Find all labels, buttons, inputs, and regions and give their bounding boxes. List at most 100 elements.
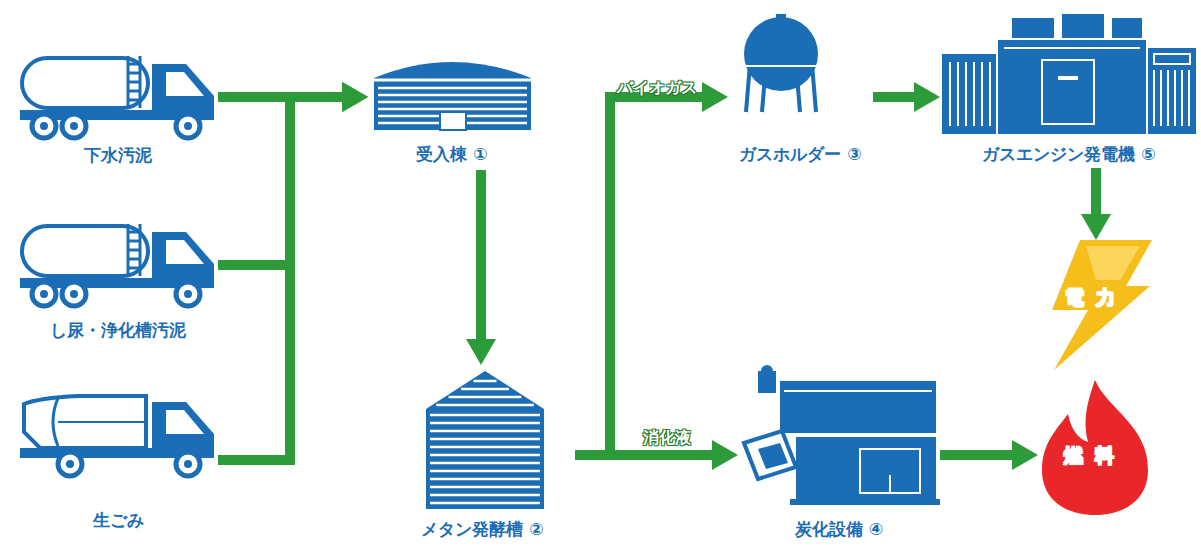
cab-window (166, 410, 204, 434)
wall-stripe (378, 94, 527, 97)
radiator-panel (1154, 54, 1190, 64)
flow-arrow (575, 450, 712, 460)
garbage-truck: 生ごみ (18, 388, 218, 536)
holder-band (744, 65, 818, 67)
roof-edge (374, 79, 531, 82)
wall-stripe (378, 101, 527, 104)
truck-wheel (176, 282, 200, 306)
output-label: 燃料 (1038, 444, 1152, 466)
gas-engine-generator: ガスエンジン発電機 ⑤ (940, 10, 1198, 168)
roof-stripe (449, 396, 522, 399)
truck-wheel (32, 114, 56, 138)
ladder-rung (128, 249, 140, 252)
node-icon (420, 367, 550, 512)
wheel-hub (70, 290, 78, 298)
ladder-rung (128, 63, 140, 66)
top-unit (1012, 18, 1054, 38)
gas-holder: ガスホルダー ③ (728, 10, 873, 168)
flow-arrow (873, 92, 914, 102)
node-icon (736, 14, 826, 114)
truck-wheel (58, 452, 82, 476)
radiator-fin (1160, 70, 1162, 126)
wheel-hub (40, 122, 48, 130)
electricity-output: 電力 (1040, 240, 1152, 370)
fermentation-tank: メタン発酵槽 ② (390, 365, 575, 543)
tank-shape (426, 371, 544, 509)
radiator-fin (1174, 70, 1176, 126)
ladder-rung (128, 240, 140, 243)
ladder-rung (128, 90, 140, 93)
wheel-hub (184, 122, 192, 130)
node-label: 受入棟 ① (368, 143, 536, 165)
tank-body (22, 226, 148, 276)
holder-top (776, 14, 786, 19)
ladder-rung (128, 99, 140, 102)
wheel-hub (66, 460, 74, 468)
node-label: ガスホルダー ③ (728, 143, 873, 165)
upper-unit (780, 381, 936, 433)
ladder-rung (128, 258, 140, 261)
truck-wheel (32, 282, 56, 306)
carbonization-unit: 炭化設備 ④ (738, 365, 940, 543)
wall-stripe (378, 108, 527, 111)
node-icon (18, 50, 218, 140)
truck-wheel (176, 114, 200, 138)
truck-wheel (62, 282, 86, 306)
flow-arrow (575, 97, 702, 455)
node-icon (942, 14, 1196, 136)
wall-stripe (430, 462, 540, 465)
ladder-rung (128, 81, 140, 84)
body-door (1042, 60, 1094, 124)
cabinet-stripe (981, 62, 983, 126)
roof-stripe (473, 380, 496, 383)
top-unit (1062, 14, 1104, 38)
wheel-hub (184, 460, 192, 468)
radiator-fin (1188, 70, 1190, 126)
machine-base (790, 499, 940, 505)
flow-arrow (476, 170, 486, 339)
node-label: ガスエンジン発電機 ⑤ (940, 143, 1198, 165)
node-label: メタン発酵槽 ② (390, 518, 575, 540)
tanker-truck: 下水汚泥 (18, 50, 218, 168)
node-label: 炭化設備 ④ (738, 518, 940, 540)
garbage-door-line (53, 398, 58, 446)
building-door (440, 112, 466, 130)
node-label: 下水汚泥 (18, 144, 218, 166)
cab-window (166, 72, 204, 96)
flow-arrow (940, 450, 1012, 460)
door-split (889, 475, 891, 493)
ladder-rung (128, 267, 140, 270)
radiator-fin (1181, 70, 1183, 126)
cab-window (166, 240, 204, 264)
flow-label: 消化液 (643, 428, 691, 448)
flow-arrow (1091, 168, 1101, 214)
roof-stripe (461, 388, 509, 391)
wheel-hub (70, 122, 78, 130)
feed-hopper (744, 431, 796, 479)
body-line (1004, 47, 1140, 49)
unit-door (860, 449, 920, 493)
wall-stripe (430, 422, 540, 425)
wheel-hub (184, 290, 192, 298)
flow-arrow (218, 97, 342, 265)
wall-stripe (430, 438, 540, 441)
top-unit (1112, 18, 1142, 38)
door-handle (1058, 76, 1078, 80)
cabinet-stripe (965, 62, 967, 126)
cabinet-stripe (949, 62, 951, 126)
node-icon (18, 218, 218, 308)
flow-arrow (218, 97, 342, 460)
wall-stripe (430, 430, 540, 433)
truck-wheel (62, 114, 86, 138)
fuel-output: 燃料 (1038, 380, 1152, 515)
wall-stripe (430, 478, 540, 481)
roof-stripe (436, 404, 534, 407)
node-icon (18, 388, 218, 478)
receiving-building: 受入棟 ① (368, 50, 536, 170)
wall-stripe (430, 454, 540, 457)
wall-stripe (430, 446, 540, 449)
radiator-fin (1167, 70, 1169, 126)
wall-stripe (430, 486, 540, 489)
